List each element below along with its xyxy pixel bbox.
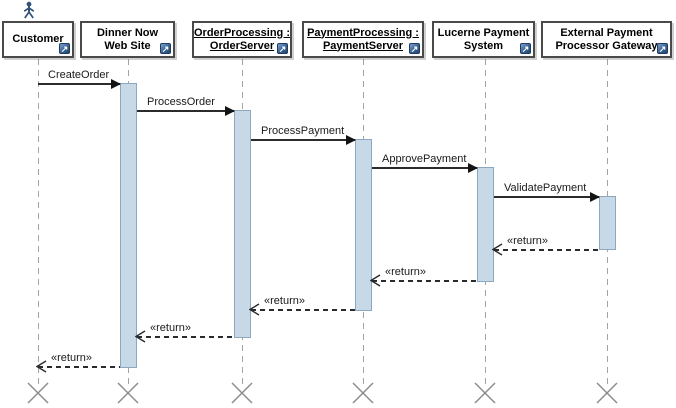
- lifeline-head-payment-processing[interactable]: PaymentProcessing : PaymentServer ↗: [302, 21, 424, 58]
- destruction-x-icon[interactable]: [351, 381, 375, 405]
- lifeline-title: System: [463, 39, 504, 52]
- lifeline-head-external-gateway[interactable]: External Payment Processor Gateway ↗: [541, 21, 672, 58]
- lifeline-customer[interactable]: [38, 59, 39, 386]
- filled-arrowhead-icon: [346, 135, 356, 145]
- message-line: [494, 249, 599, 251]
- activation-bar-lucerne[interactable]: [477, 167, 494, 282]
- actor-icon[interactable]: [20, 1, 38, 19]
- destruction-x-icon[interactable]: [26, 381, 50, 405]
- lifeline-title: Web Site: [104, 39, 151, 52]
- lifeline-title: External Payment: [560, 26, 653, 39]
- activation-bar-external-gateway[interactable]: [599, 196, 616, 250]
- open-arrowhead-icon: [249, 303, 260, 316]
- message-line: [372, 280, 477, 282]
- destruction-x-icon[interactable]: [116, 381, 140, 405]
- navigate-icon[interactable]: ↗: [59, 43, 70, 54]
- message-label: «return»: [51, 352, 92, 364]
- activation-bar-order-processing[interactable]: [234, 110, 251, 338]
- message-label: «return»: [385, 266, 426, 278]
- message-line: [137, 110, 234, 112]
- filled-arrowhead-icon: [468, 163, 478, 173]
- lifeline-title: Processor Gateway: [555, 39, 658, 52]
- message-line: [137, 336, 234, 338]
- open-arrowhead-icon: [370, 274, 381, 287]
- navigate-icon[interactable]: ↗: [520, 43, 531, 54]
- message-line: [38, 83, 120, 85]
- lifeline-head-lucerne[interactable]: Lucerne Payment System ↗: [432, 21, 535, 58]
- lifeline-title: PaymentServer: [322, 39, 404, 52]
- filled-arrowhead-icon: [590, 192, 600, 202]
- message-label: ValidatePayment: [504, 182, 587, 194]
- lifeline-head-order-processing[interactable]: OrderProcessing : OrderServer ↗: [192, 21, 292, 58]
- message-label: «return»: [264, 295, 305, 307]
- lifeline-title: Customer: [12, 33, 64, 45]
- message-line: [38, 366, 120, 368]
- destruction-x-icon[interactable]: [230, 381, 254, 405]
- lifeline-title: PaymentProcessing :: [307, 26, 419, 39]
- message-line: [251, 309, 355, 311]
- open-arrowhead-icon: [36, 360, 47, 373]
- lifeline-head-dinner-now[interactable]: Dinner Now Web Site ↗: [80, 21, 175, 58]
- lifeline-title: Lucerne Payment: [437, 26, 530, 39]
- filled-arrowhead-icon: [225, 106, 235, 116]
- message-line: [372, 167, 477, 169]
- navigate-icon[interactable]: ↗: [409, 43, 420, 54]
- lifeline-title: Dinner Now: [96, 26, 159, 39]
- navigate-icon[interactable]: ↗: [277, 43, 288, 54]
- lifeline-head-customer[interactable]: Customer ↗: [2, 21, 74, 58]
- open-arrowhead-icon: [492, 243, 503, 256]
- message-label: «return»: [150, 322, 191, 334]
- message-label: ProcessOrder: [147, 96, 215, 108]
- message-label: ProcessPayment: [261, 125, 345, 137]
- filled-arrowhead-icon: [111, 79, 121, 89]
- destruction-x-icon[interactable]: [473, 381, 497, 405]
- lifeline-title: OrderProcessing :: [194, 26, 290, 39]
- message-line: [251, 139, 355, 141]
- navigate-icon[interactable]: ↗: [657, 43, 668, 54]
- activation-bar-payment-processing[interactable]: [355, 139, 372, 311]
- message-line: [494, 196, 599, 198]
- message-label: «return»: [507, 235, 548, 247]
- lifeline-title: OrderServer: [209, 39, 275, 52]
- message-label: CreateOrder: [48, 69, 110, 81]
- open-arrowhead-icon: [135, 330, 146, 343]
- message-label: ApprovePayment: [382, 153, 467, 165]
- navigate-icon[interactable]: ↗: [160, 43, 171, 54]
- activation-bar-dinner-now[interactable]: [120, 83, 137, 368]
- destruction-x-icon[interactable]: [595, 381, 619, 405]
